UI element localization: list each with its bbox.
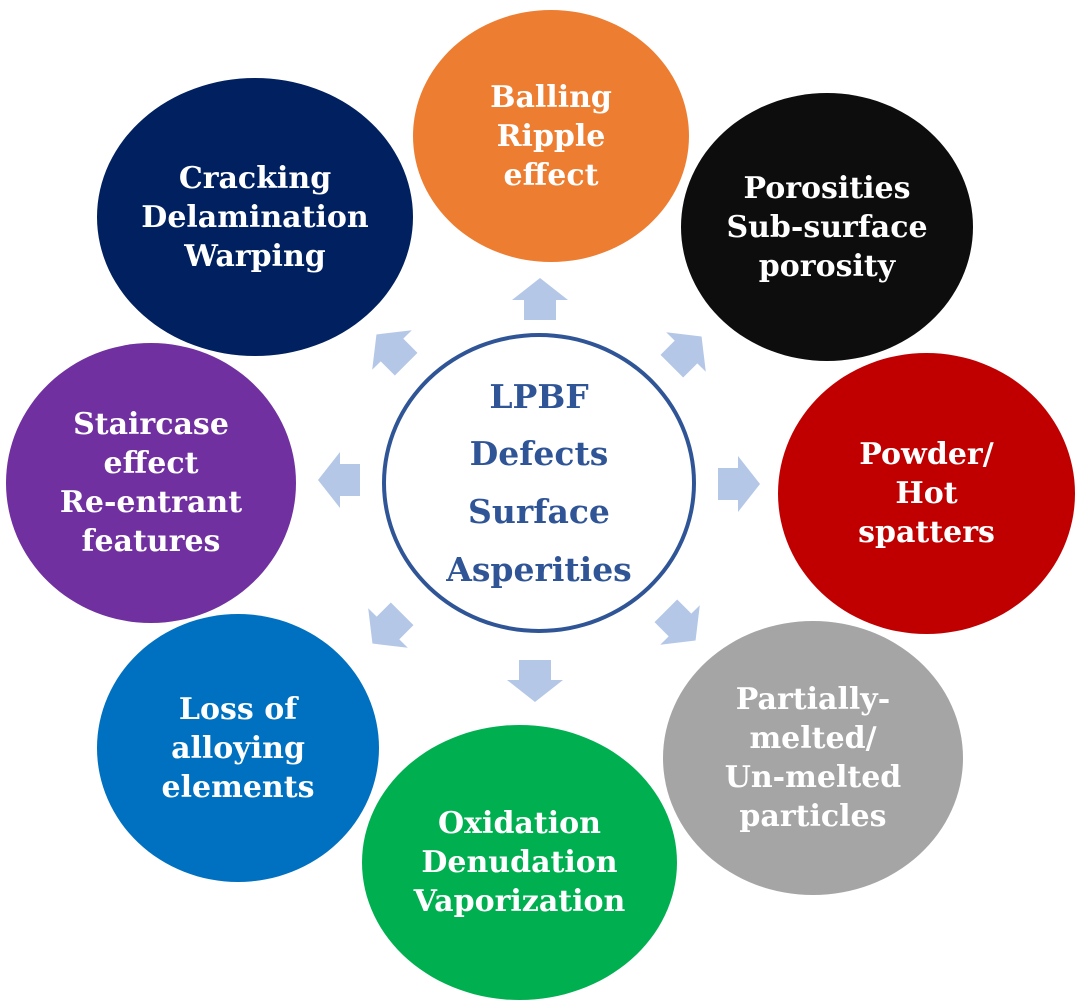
defect-node-balling: Balling Ripple effect — [413, 10, 689, 262]
defect-node-cracking: Cracking Delamination Warping — [97, 78, 413, 356]
defect-label: porosity — [758, 248, 896, 284]
defect-label: Re-entrant — [59, 485, 243, 520]
arrow-up-left-icon — [372, 330, 418, 376]
defect-label: features — [81, 524, 221, 559]
defect-label: Porosities — [743, 170, 911, 206]
defect-label: elements — [161, 769, 315, 805]
defect-node-alloying-loss: Loss of alloying elements — [97, 614, 379, 882]
defect-node-oxidation: Oxidation Denudation Vaporization — [362, 725, 677, 1000]
defect-label: alloying — [171, 730, 305, 766]
defect-label: melted/ — [749, 721, 877, 756]
arrow-down-icon — [507, 660, 563, 702]
defect-node-particles: Partially- melted/ Un-melted particles — [663, 621, 963, 895]
defect-label: Staircase — [73, 407, 229, 442]
defect-label: Warping — [184, 238, 326, 274]
arrow-up-icon — [512, 278, 568, 320]
defect-label: effect — [503, 157, 599, 193]
central-topic-label: Surface — [468, 492, 610, 531]
defect-label: Oxidation — [438, 806, 601, 841]
defect-label: Un-melted — [724, 760, 902, 795]
arrow-down-right-icon — [654, 599, 700, 645]
defect-label: Denudation — [421, 845, 618, 880]
defect-label: Powder/ — [859, 437, 994, 472]
defect-label: Partially- — [735, 682, 891, 717]
defect-label: Delamination — [141, 199, 369, 235]
defect-label: Hot — [895, 476, 958, 511]
defect-node-spatters: Powder/ Hot spatters — [778, 353, 1075, 634]
defect-label: particles — [739, 799, 887, 834]
defect-label: Sub-surface — [726, 209, 928, 245]
defect-label: Vaporization — [413, 884, 626, 919]
defect-label: Ripple — [496, 118, 606, 154]
defect-label: Loss of — [178, 691, 298, 727]
defect-label: Balling — [490, 79, 612, 115]
central-topic-label: Asperities — [446, 549, 632, 589]
defect-label: Cracking — [178, 160, 332, 196]
defect-label: effect — [103, 446, 199, 481]
defect-label: spatters — [858, 515, 995, 550]
defect-node-porosities: Porosities Sub-surface porosity — [681, 93, 973, 361]
defect-node-staircase: Staircase effect Re-entrant features — [6, 343, 296, 623]
arrow-left-icon — [318, 452, 360, 508]
arrow-right-icon — [718, 456, 760, 512]
central-topic-label: Defects — [469, 434, 609, 474]
arrow-down-left-icon — [368, 602, 414, 648]
central-topic-circle: LPBF Defects Surface Asperities — [382, 333, 696, 633]
central-topic-label: LPBF — [489, 376, 589, 416]
arrow-up-right-icon — [660, 332, 706, 378]
